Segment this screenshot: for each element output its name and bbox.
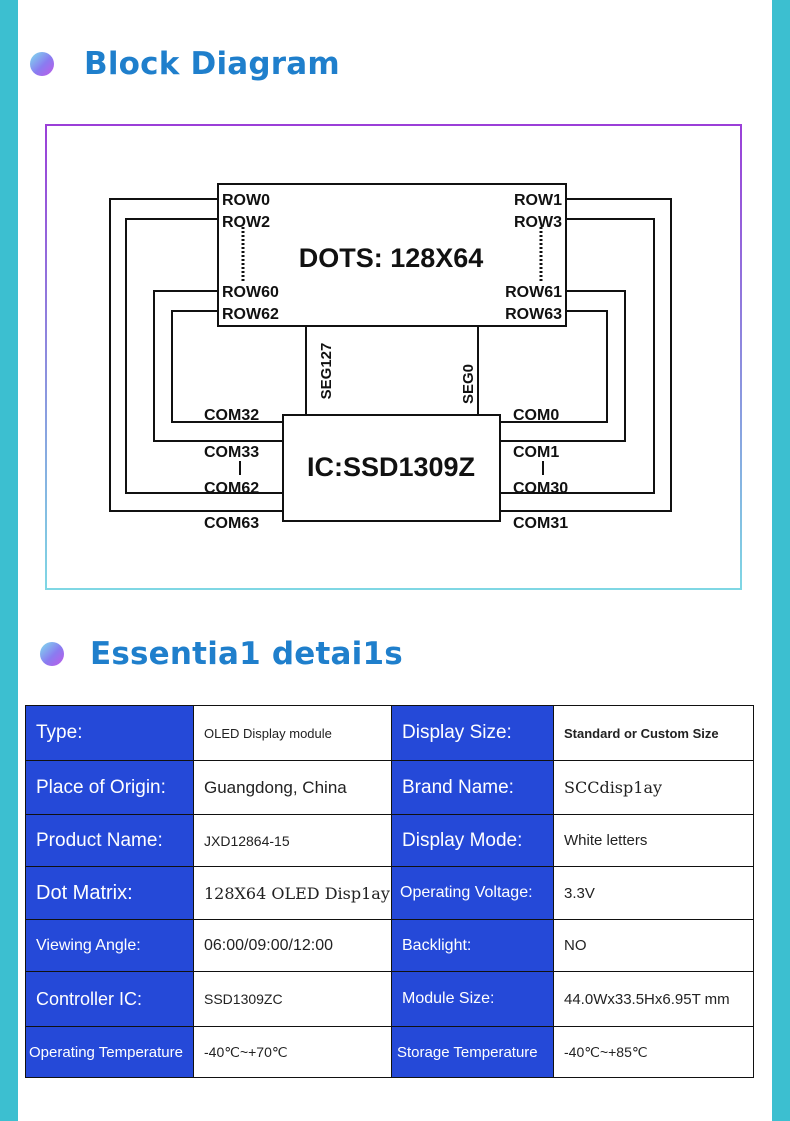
spec-value: -40℃~+85℃ (553, 1026, 754, 1078)
table-row: Product Name: JXD12864-15 Display Mode: … (25, 814, 754, 867)
wire-row63-com0 (500, 310, 608, 423)
com-label-right: COM1 (513, 444, 559, 461)
com-label-right: COM30 (513, 480, 568, 497)
wire-row60-com33 (153, 290, 283, 442)
segment-label: SEG0 (460, 364, 477, 404)
bullet-dot-icon (30, 52, 54, 76)
segment-label: SEG127 (318, 343, 335, 400)
wire-row3-com30 (500, 218, 655, 494)
spec-value: Guangdong, China (193, 760, 392, 815)
com-label-right: COM0 (513, 407, 559, 424)
row-label-right: ROW3 (514, 214, 562, 231)
block-diagram: DOTS: 128X64 ROW0 ROW2 ROW60 ROW62 ROW1 … (109, 183, 672, 532)
display-panel-box (217, 183, 567, 327)
section-title: Block Diagram (84, 46, 340, 82)
row-label-left: ROW60 (222, 284, 279, 301)
spec-key: Module Size: (391, 971, 554, 1027)
essential-details-heading: Essentia1 detai1s (40, 636, 403, 672)
spec-value: White letters (553, 814, 754, 867)
ic-label: IC:SSD1309Z (307, 452, 475, 482)
wire-row1-com31 (500, 198, 672, 512)
row-label-left: ROW0 (222, 192, 270, 209)
spec-key: Product Name: (25, 814, 194, 867)
com-label-left: COM32 (204, 407, 259, 424)
spec-key: Display Size: (391, 705, 554, 761)
spec-value: 06:00/09:00/12:00 (193, 919, 392, 972)
row-label-left: ROW2 (222, 214, 270, 231)
spec-key: Operating Voltage: (391, 866, 554, 920)
table-row: Place of Origin: Guangdong, China Brand … (25, 760, 754, 815)
spec-key: Operating Temperature (25, 1026, 194, 1078)
row-label-right: ROW63 (505, 306, 562, 323)
right-accent-bar (772, 0, 790, 1121)
block-diagram-frame: DOTS: 128X64 ROW0 ROW2 ROW60 ROW62 ROW1 … (45, 124, 742, 590)
spec-value: 44.0Wx33.5Hx6.95T mm (553, 971, 754, 1027)
com-label-left: COM33 (204, 444, 259, 461)
spec-key: Backlight: (391, 919, 554, 972)
spec-value: 3.3V (553, 866, 754, 920)
specs-table: Type: OLED Display module Display Size: … (25, 705, 754, 1078)
section-title: Essentia1 detai1s (90, 636, 403, 672)
row-label-right: ROW61 (505, 284, 562, 301)
spec-value: SCCdisp1ay (553, 760, 754, 815)
spec-key: Brand Name: (391, 760, 554, 815)
spec-value: -40℃~+70℃ (193, 1026, 392, 1078)
com-label-left: COM63 (204, 515, 259, 532)
table-row: Viewing Angle: 06:00/09:00/12:00 Backlig… (25, 919, 754, 972)
table-row: Dot Matrix: 128X64 OLED Disp1ay Operatin… (25, 866, 754, 920)
spec-key: Storage Temperature (391, 1026, 554, 1078)
spec-key: Dot Matrix: (25, 866, 194, 920)
com-label-left: COM62 (204, 480, 259, 497)
wire-row2-com62 (125, 218, 283, 494)
wire-row62-com32 (171, 310, 283, 423)
spec-key: Controller IC: (25, 971, 194, 1027)
spec-value: OLED Display module (193, 705, 392, 761)
spec-value: SSD1309ZC (193, 971, 392, 1027)
spec-value: 128X64 OLED Disp1ay (193, 866, 392, 920)
row-label-left: ROW62 (222, 306, 279, 323)
wire-row0-com63 (109, 198, 283, 512)
bullet-dot-icon (40, 642, 64, 666)
table-row: Operating Temperature -40℃~+70℃ Storage … (25, 1026, 754, 1078)
spec-value: JXD12864-15 (193, 814, 392, 867)
block-diagram-heading: Block Diagram (30, 46, 340, 82)
wire-row61-com1 (500, 290, 626, 442)
left-accent-bar (0, 0, 18, 1121)
spec-key: Viewing Angle: (25, 919, 194, 972)
spec-value: Standard or Custom Size (553, 705, 754, 761)
spec-value: NO (553, 919, 754, 972)
ic-box (282, 414, 501, 522)
spec-key: Display Mode: (391, 814, 554, 867)
spec-key: Place of Origin: (25, 760, 194, 815)
panel-dots-label: DOTS: 128X64 (299, 243, 484, 273)
com-label-right: COM31 (513, 515, 568, 532)
row-label-right: ROW1 (514, 192, 562, 209)
spec-key: Type: (25, 705, 194, 761)
table-row: Type: OLED Display module Display Size: … (25, 705, 754, 761)
table-row: Controller IC: SSD1309ZC Module Size: 44… (25, 971, 754, 1027)
